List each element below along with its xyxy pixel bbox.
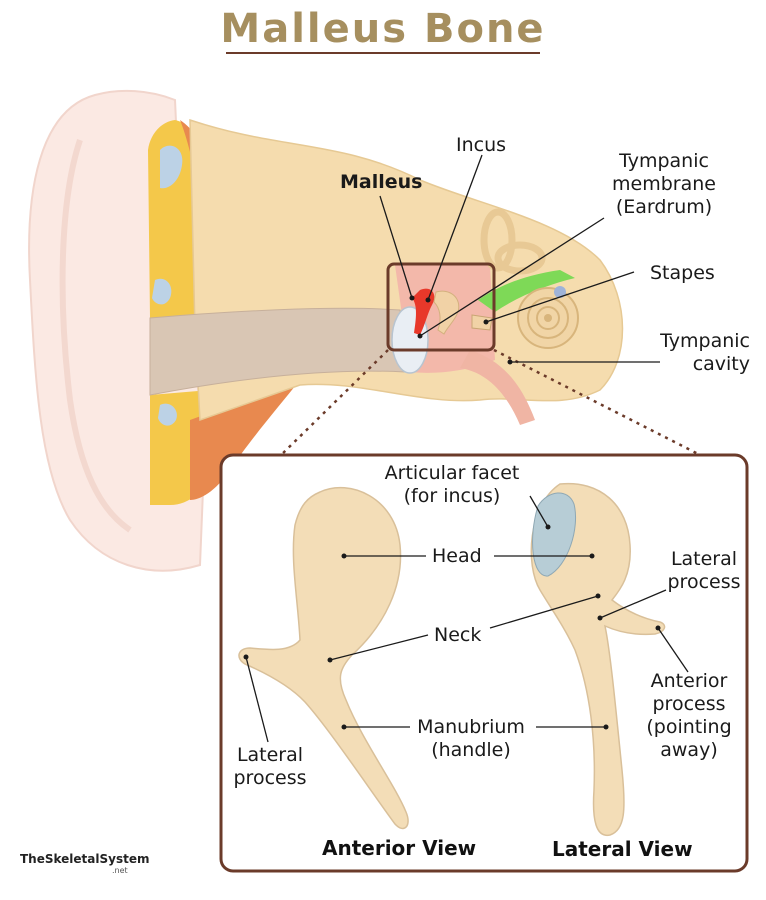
label-tympanic-cavity-line1: Tympanic — [660, 330, 750, 352]
ear-leader-lines — [379, 154, 660, 363]
ear-leader-dots — [409, 295, 513, 365]
cochlea — [517, 286, 579, 349]
label-lateral-process-lateral-line2: process — [667, 571, 741, 593]
label-lateral-process-lateral: Lateral process — [662, 548, 746, 594]
title-underline — [226, 52, 540, 54]
label-lateral-process-anterior-line2: process — [233, 767, 307, 789]
label-lateral-process-anterior: Lateral process — [228, 744, 312, 790]
label-neck: Neck — [434, 624, 482, 646]
brand-name: TheSkeletalSystem — [20, 852, 150, 866]
zoom-line-left — [277, 349, 389, 459]
label-articular-facet: Articular facet (for incus) — [372, 462, 532, 508]
inset-leader-dots — [243, 524, 661, 730]
label-anterior-process-line1: Anterior — [650, 670, 728, 692]
label-tympanic-membrane-line3: (Eardrum) — [615, 196, 713, 218]
label-anterior-process-line3: (pointing — [646, 716, 732, 738]
label-tympanic-membrane-line2: membrane — [612, 173, 716, 195]
label-articular-facet-line2: (for incus) — [403, 485, 501, 507]
label-manubrium-line2: (handle) — [431, 739, 511, 761]
malleus-anterior-view — [238, 487, 409, 830]
page-title: Malleus Bone — [220, 6, 546, 52]
label-manubrium: Manubrium (handle) — [408, 716, 534, 762]
label-tympanic-cavity: Tympanic cavity — [640, 330, 750, 376]
label-anterior-process-line4: away) — [660, 739, 718, 761]
label-articular-facet-line1: Articular facet — [384, 462, 520, 484]
label-lateral-process-lateral-line1: Lateral — [670, 548, 738, 570]
label-tympanic-membrane-line1: Tympanic — [619, 150, 709, 172]
inset-leader-lines — [245, 495, 689, 743]
label-anterior-process-line2: process — [652, 693, 726, 715]
semicircular-canals — [478, 208, 575, 312]
label-malleus: Malleus — [340, 171, 423, 193]
stapes-shape — [471, 314, 493, 331]
label-tympanic-membrane: Tympanic membrane (Eardrum) — [608, 150, 720, 219]
label-incus: Incus — [456, 134, 507, 156]
label-anterior-process: Anterior process (pointing away) — [636, 670, 742, 762]
label-stapes: Stapes — [650, 262, 715, 284]
caption-lateral-view: Lateral View — [552, 837, 693, 861]
malleus-lateral-view — [530, 482, 666, 836]
label-manubrium-line1: Manubrium — [417, 716, 525, 738]
label-head: Head — [432, 545, 482, 567]
label-tympanic-cavity-line2: cavity — [692, 353, 750, 375]
caption-anterior-view: Anterior View — [322, 836, 477, 860]
eustachian-tube — [460, 350, 535, 425]
label-lateral-process-anterior-line1: Lateral — [236, 744, 304, 766]
articular-facet-shape — [532, 492, 577, 577]
brand-suffix: .net — [112, 866, 128, 875]
